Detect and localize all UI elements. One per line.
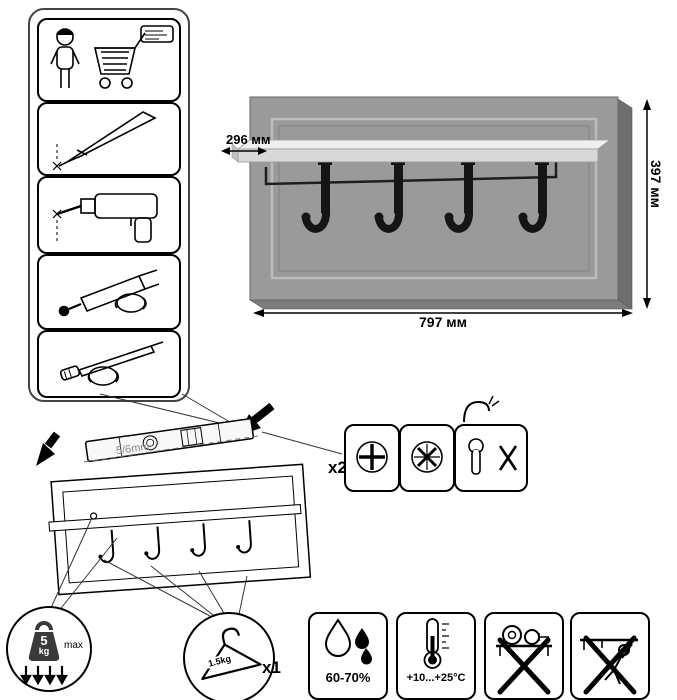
mounting-arrow xyxy=(36,431,61,466)
hanger-count-label: x1 xyxy=(262,658,281,677)
hang-bracket-icon xyxy=(463,395,500,423)
temperature-label: +10...+25°C xyxy=(406,672,466,684)
leader-line xyxy=(261,431,343,455)
panel-front-face xyxy=(249,96,619,301)
hook-rail xyxy=(264,162,558,186)
shelf-front-face xyxy=(237,148,599,163)
width-dimension-label: 797 мм xyxy=(419,314,467,330)
no-heavy-load-box xyxy=(484,612,564,700)
height-dimension-label: 397 мм xyxy=(648,160,664,208)
no-heavy-load-icon xyxy=(496,625,552,695)
keyhole-mount-icon xyxy=(468,438,518,475)
depth-dimension-label: 296 мм xyxy=(226,132,271,147)
panel-frame-outer xyxy=(270,117,598,280)
spirit-level-icon xyxy=(84,418,255,463)
dowel-insert-icon xyxy=(58,269,160,317)
screw-detail-box xyxy=(399,424,455,492)
panel-frame-inner xyxy=(278,125,590,272)
panel-outline-drawing xyxy=(48,463,312,596)
leader-line xyxy=(237,575,248,620)
shelf-end-face xyxy=(231,143,239,163)
leader-line xyxy=(57,537,118,613)
max-load-badge: 5 kg max xyxy=(6,606,92,692)
thermometer-icon xyxy=(423,618,449,669)
shelf-top-face xyxy=(236,139,612,150)
hang-bracket-icon-wrap xyxy=(456,392,500,424)
temperature-box: +10...+25°C xyxy=(396,612,476,700)
max-load-max-label: max xyxy=(64,640,83,651)
step-unpack-box xyxy=(37,18,181,102)
humidity-drops-icon xyxy=(324,618,372,665)
panel-bottom-face xyxy=(248,299,634,310)
mounting-diagram xyxy=(36,393,343,621)
humidity-label: 60-70% xyxy=(325,670,371,685)
max-weight-icon xyxy=(20,621,68,686)
max-load-value: 5 xyxy=(40,633,48,648)
step-drill-box xyxy=(37,176,181,254)
step-dowel-box xyxy=(37,254,181,330)
screw-detail-box xyxy=(344,424,400,492)
screw-head-icon xyxy=(411,441,443,473)
level-guide-line xyxy=(83,435,259,463)
keyhole-mount-box xyxy=(454,424,528,492)
step-screw-box xyxy=(37,330,181,398)
leader-line xyxy=(99,393,241,429)
leader-line xyxy=(150,565,219,620)
leader-line xyxy=(49,519,92,611)
leader-line xyxy=(198,570,229,621)
screw-head-icon xyxy=(356,441,388,473)
height-dimension-arrow xyxy=(643,99,651,309)
step-mark-box xyxy=(37,102,181,176)
product-rendering xyxy=(221,96,651,317)
unpack-cart-icon xyxy=(50,25,174,89)
tools-panel xyxy=(28,8,190,402)
leader-line xyxy=(103,559,211,617)
humidity-box: 60-70% xyxy=(308,612,388,700)
screws-count-label: x2 xyxy=(328,458,347,477)
max-load-unit: kg xyxy=(38,646,50,656)
drill-icon xyxy=(52,193,158,244)
depth-dimension-arrow xyxy=(221,147,267,155)
panel-side-face xyxy=(617,98,633,310)
hanger-load-badge: 1.5kg xyxy=(183,612,275,700)
width-dimension-arrow xyxy=(253,309,633,317)
no-climbing-box xyxy=(570,612,650,700)
no-climbing-icon xyxy=(580,635,638,695)
screw-in-icon xyxy=(59,341,164,386)
pencil-mark-icon xyxy=(52,111,157,171)
